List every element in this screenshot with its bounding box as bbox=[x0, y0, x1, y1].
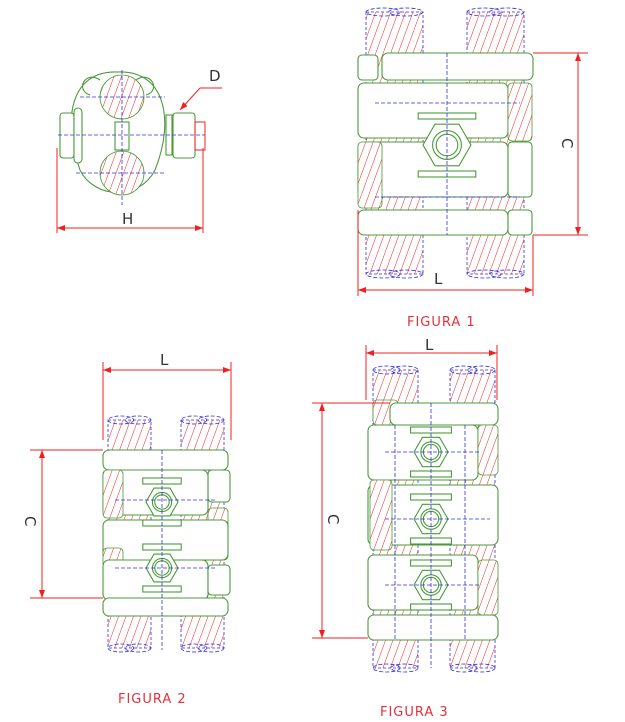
conductor-end bbox=[489, 7, 525, 17]
conductor-end bbox=[466, 269, 502, 279]
clamp-plate bbox=[357, 209, 509, 236]
bolt-head bbox=[59, 112, 75, 159]
figure-1-dimension-c: C bbox=[558, 138, 576, 148]
conductor-end bbox=[372, 663, 401, 673]
clamp-tab bbox=[507, 209, 533, 236]
bolt-head-washer bbox=[73, 107, 83, 164]
conductor-end bbox=[390, 663, 419, 673]
clamp-plate bbox=[381, 52, 534, 81]
figure-3-dimension-c: C bbox=[324, 514, 342, 524]
clamp-tab bbox=[507, 141, 533, 198]
clamp-tab bbox=[357, 54, 379, 81]
figure-2-caption: FIGURA 2 bbox=[118, 692, 187, 707]
clamp-plate bbox=[389, 402, 499, 426]
conductor-end bbox=[390, 365, 419, 375]
clamp-tab bbox=[207, 469, 231, 503]
conductor-end bbox=[388, 269, 424, 279]
conductor-end bbox=[489, 269, 525, 279]
clamp-plate bbox=[102, 597, 229, 617]
conductor-end bbox=[466, 7, 502, 17]
figure-3-dimension-l: L bbox=[425, 336, 434, 354]
clamp-plate bbox=[102, 449, 229, 471]
conductor-end bbox=[372, 365, 401, 375]
conductor-end bbox=[124, 415, 152, 425]
figure-1-dimension-l: L bbox=[434, 270, 443, 288]
bolt-circle bbox=[432, 130, 462, 160]
conductor-end bbox=[180, 415, 208, 425]
conductor-end bbox=[365, 7, 401, 17]
conductor-end bbox=[388, 7, 424, 17]
conductor-end bbox=[365, 269, 401, 279]
clamp-plate bbox=[367, 614, 499, 641]
bolt-end bbox=[194, 121, 206, 151]
conductor-end bbox=[107, 415, 135, 425]
conductor-end bbox=[467, 365, 496, 375]
figure-2-dimension-l: L bbox=[160, 351, 169, 369]
clamp-lip bbox=[82, 76, 155, 96]
clamp-tab bbox=[507, 82, 533, 142]
leader-line-d bbox=[179, 87, 222, 111]
clamp-tab bbox=[207, 564, 231, 596]
figure-1-caption: FIGURA 1 bbox=[407, 315, 476, 330]
clamp-tab bbox=[477, 424, 499, 476]
conductor-end bbox=[197, 643, 225, 653]
clamp-tab bbox=[357, 141, 383, 209]
conductor-end bbox=[124, 643, 152, 653]
conductor-end bbox=[180, 643, 208, 653]
hex-nut-side bbox=[172, 112, 196, 159]
dimension-label-h: H bbox=[122, 210, 133, 228]
conductor-end bbox=[467, 663, 496, 673]
clamp-tab bbox=[369, 479, 393, 551]
conductor-end bbox=[107, 643, 135, 653]
dimension-label-d: D bbox=[209, 67, 221, 85]
conductor-end bbox=[449, 365, 478, 375]
clamp-tab bbox=[102, 469, 124, 519]
figure-3-caption: FIGURA 3 bbox=[380, 705, 449, 720]
conductor-end bbox=[449, 663, 478, 673]
clamp-tab bbox=[477, 559, 499, 616]
conductor-end bbox=[197, 415, 225, 425]
figure-2-dimension-c: C bbox=[21, 516, 39, 526]
